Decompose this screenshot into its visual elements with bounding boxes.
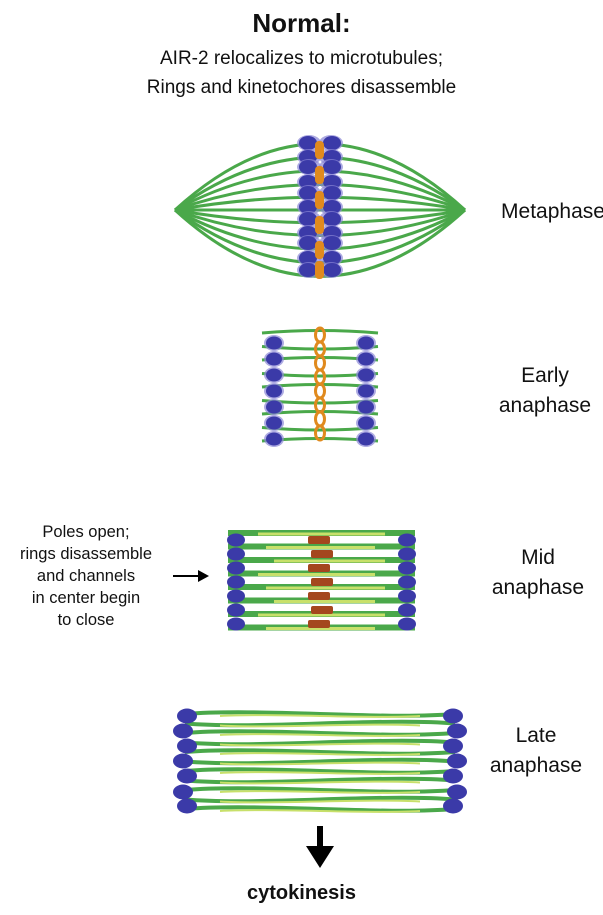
- chromosome: [266, 337, 282, 350]
- ring-complex: [315, 241, 324, 259]
- chromosome: [266, 417, 282, 430]
- chromosome: [358, 353, 374, 366]
- chromosome: [266, 385, 282, 398]
- chromosome: [227, 562, 245, 575]
- metaphase-spindle: [175, 135, 465, 279]
- chromosome: [173, 785, 193, 800]
- chromosome: [398, 576, 416, 589]
- chromosome: [358, 337, 374, 350]
- chromosome: [299, 186, 317, 200]
- chromosome: [323, 212, 341, 226]
- chromosome: [173, 754, 193, 769]
- ring: [316, 384, 325, 398]
- chromosome: [266, 369, 282, 382]
- chromosome: [447, 724, 467, 739]
- ring-remnant: [308, 564, 330, 572]
- chromosome: [443, 739, 463, 754]
- ring-complex: [315, 191, 324, 209]
- chromosome: [443, 799, 463, 814]
- chromosome: [173, 724, 193, 739]
- chromosome: [443, 709, 463, 724]
- chromosome: [177, 769, 197, 784]
- ring-complex: [315, 261, 324, 279]
- chromosome: [447, 785, 467, 800]
- chromosome: [227, 548, 245, 561]
- chromosome: [323, 263, 341, 277]
- late-anaphase-spindle: [173, 709, 467, 814]
- chromosome: [398, 534, 416, 547]
- chromosome: [398, 590, 416, 603]
- chromosome: [227, 534, 245, 547]
- chromosome: [323, 236, 341, 250]
- chromosome: [227, 590, 245, 603]
- chromosome: [398, 548, 416, 561]
- chromosome: [227, 576, 245, 589]
- ring-remnant: [311, 578, 333, 586]
- ring: [316, 412, 325, 426]
- chromosome: [358, 401, 374, 414]
- chromosome: [323, 136, 341, 150]
- chromosome: [177, 739, 197, 754]
- ring: [316, 398, 325, 412]
- chromosome: [398, 604, 416, 617]
- ring-remnant: [308, 536, 330, 544]
- ring-remnant: [311, 550, 333, 558]
- down-arrow-head: [306, 846, 334, 868]
- chromosome: [323, 160, 341, 174]
- chromosome: [398, 562, 416, 575]
- chromosome: [299, 212, 317, 226]
- chromosome: [299, 136, 317, 150]
- chromosome: [358, 369, 374, 382]
- chromosome: [266, 401, 282, 414]
- ring-remnant: [308, 592, 330, 600]
- chromosome: [447, 754, 467, 769]
- chromosome: [323, 186, 341, 200]
- chromosome: [443, 769, 463, 784]
- chromosome: [266, 353, 282, 366]
- early-anaphase-spindle: [262, 328, 378, 447]
- chromosome: [227, 604, 245, 617]
- down-arrow-shaft: [317, 826, 323, 848]
- mid-anaphase-spindle: [227, 533, 416, 631]
- chromosome: [177, 709, 197, 724]
- ring-complex: [315, 216, 324, 234]
- annotation-arrow-head: [198, 570, 209, 582]
- chromosome: [358, 417, 374, 430]
- chromosome: [177, 799, 197, 814]
- chromosome: [358, 433, 374, 446]
- chromosome: [398, 618, 416, 631]
- ring-remnant: [311, 606, 333, 614]
- chromosome: [299, 160, 317, 174]
- chromosome: [299, 236, 317, 250]
- chromosome: [266, 433, 282, 446]
- ring-complex: [315, 141, 324, 159]
- chromosome: [358, 385, 374, 398]
- chromosome: [299, 263, 317, 277]
- chromosome: [227, 618, 245, 631]
- microtubule: [262, 331, 378, 334]
- ring-complex: [315, 166, 324, 184]
- ring-remnant: [308, 620, 330, 628]
